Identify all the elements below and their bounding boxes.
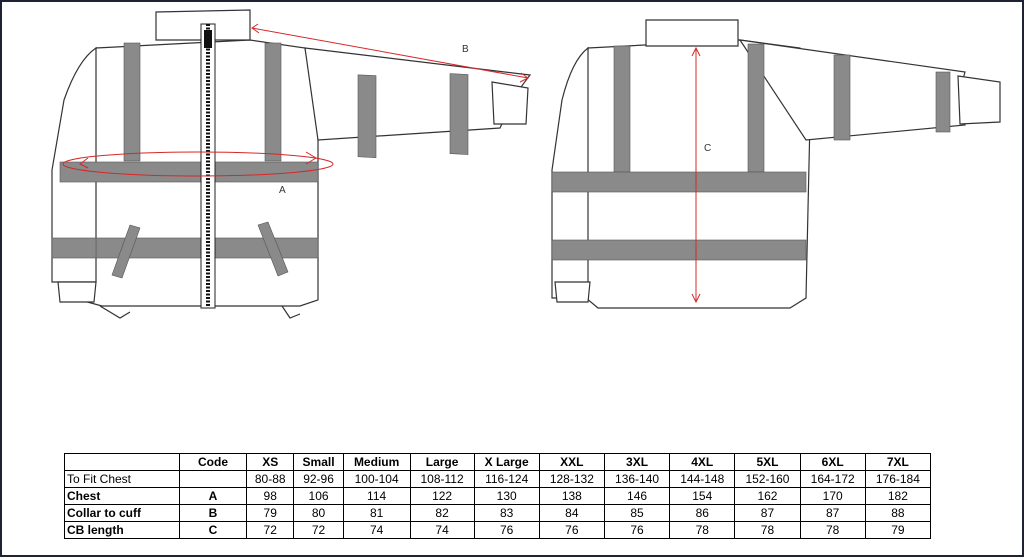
table-cell: 85 <box>603 504 671 522</box>
table-cell: 100-104 <box>342 470 411 488</box>
table-cell: 164-172 <box>799 470 866 488</box>
header-size: 3XL <box>603 453 671 471</box>
table-cell: 78 <box>669 521 736 539</box>
table-cell: 98 <box>245 487 295 505</box>
table-cell: 76 <box>603 521 671 539</box>
size-chart-table: Code XS Small Medium Large X Large XXL 3… <box>64 453 932 539</box>
header-size: XXL <box>538 453 605 471</box>
table-cell: 81 <box>342 504 411 522</box>
row-code: A <box>179 487 247 505</box>
table-cell: 76 <box>473 521 540 539</box>
table-cell: 74 <box>409 521 475 539</box>
row-code: C <box>179 521 247 539</box>
table-cell: 78 <box>799 521 866 539</box>
header-size: 7XL <box>864 453 932 471</box>
table-row-collar-to-cuff: Collar to cuff B 79 80 81 82 83 84 85 86… <box>64 504 932 522</box>
table-cell: 72 <box>245 521 295 539</box>
table-cell: 128-132 <box>538 470 605 488</box>
table-cell: 87 <box>734 504 801 522</box>
jacket-diagrams: A B C <box>51 9 1001 319</box>
row-label: Chest <box>64 487 180 505</box>
header-blank <box>64 453 180 471</box>
table-cell: 114 <box>342 487 411 505</box>
table-cell: 80-88 <box>245 470 295 488</box>
table-cell: 84 <box>538 504 605 522</box>
row-label: Collar to cuff <box>64 504 180 522</box>
header-size: XS <box>245 453 295 471</box>
table-cell: 80 <box>293 504 344 522</box>
table-cell: 154 <box>669 487 736 505</box>
table-cell: 79 <box>245 504 295 522</box>
table-cell: 170 <box>799 487 866 505</box>
table-cell: 78 <box>734 521 801 539</box>
table-cell: 83 <box>473 504 540 522</box>
table-row-to-fit-chest: To Fit Chest 80-88 92-96 100-104 108-112… <box>64 470 932 488</box>
table-cell: 138 <box>538 487 605 505</box>
label-c: C <box>704 143 711 154</box>
front-zipper <box>200 23 216 309</box>
table-cell: 79 <box>864 521 932 539</box>
row-code: B <box>179 504 247 522</box>
table-cell: 74 <box>342 521 411 539</box>
header-size: 4XL <box>669 453 736 471</box>
table-cell: 72 <box>293 521 344 539</box>
label-a: A <box>279 185 286 196</box>
table-cell: 86 <box>669 504 736 522</box>
table-cell: 82 <box>409 504 475 522</box>
size-header-row: Code XS Small Medium Large X Large XXL 3… <box>64 453 932 471</box>
row-label: CB length <box>64 521 180 539</box>
measurement-b-arrow <box>251 23 529 83</box>
table-cell: 182 <box>864 487 932 505</box>
table-cell: 108-112 <box>409 470 475 488</box>
table-cell: 176-184 <box>864 470 932 488</box>
header-size: 6XL <box>799 453 866 471</box>
measurement-c-arrow <box>691 46 701 304</box>
back-reflective-tape <box>551 43 951 261</box>
table-cell: 146 <box>603 487 671 505</box>
table-cell: 88 <box>864 504 932 522</box>
header-size: Small <box>293 453 344 471</box>
table-cell: 87 <box>799 504 866 522</box>
table-row-chest: Chest A 98 106 114 122 130 138 146 154 1… <box>64 487 932 505</box>
table-cell: 116-124 <box>473 470 540 488</box>
front-reflective-tape <box>51 42 469 279</box>
table-cell: 122 <box>409 487 475 505</box>
header-size: X Large <box>473 453 540 471</box>
table-cell: 92-96 <box>293 470 344 488</box>
row-label: To Fit Chest <box>64 470 180 488</box>
header-size: Large <box>409 453 475 471</box>
table-row-cb-length: CB length C 72 72 74 74 76 76 76 78 78 7… <box>64 521 932 539</box>
row-code <box>179 470 247 488</box>
header-code: Code <box>179 453 247 471</box>
header-size: 5XL <box>734 453 801 471</box>
table-cell: 144-148 <box>669 470 736 488</box>
label-b: B <box>462 44 469 55</box>
header-size: Medium <box>342 453 411 471</box>
table-cell: 76 <box>538 521 605 539</box>
table-cell: 162 <box>734 487 801 505</box>
table-cell: 106 <box>293 487 344 505</box>
table-cell: 130 <box>473 487 540 505</box>
table-cell: 152-160 <box>734 470 801 488</box>
measurement-a-arrow <box>62 151 334 177</box>
table-cell: 136-140 <box>603 470 671 488</box>
